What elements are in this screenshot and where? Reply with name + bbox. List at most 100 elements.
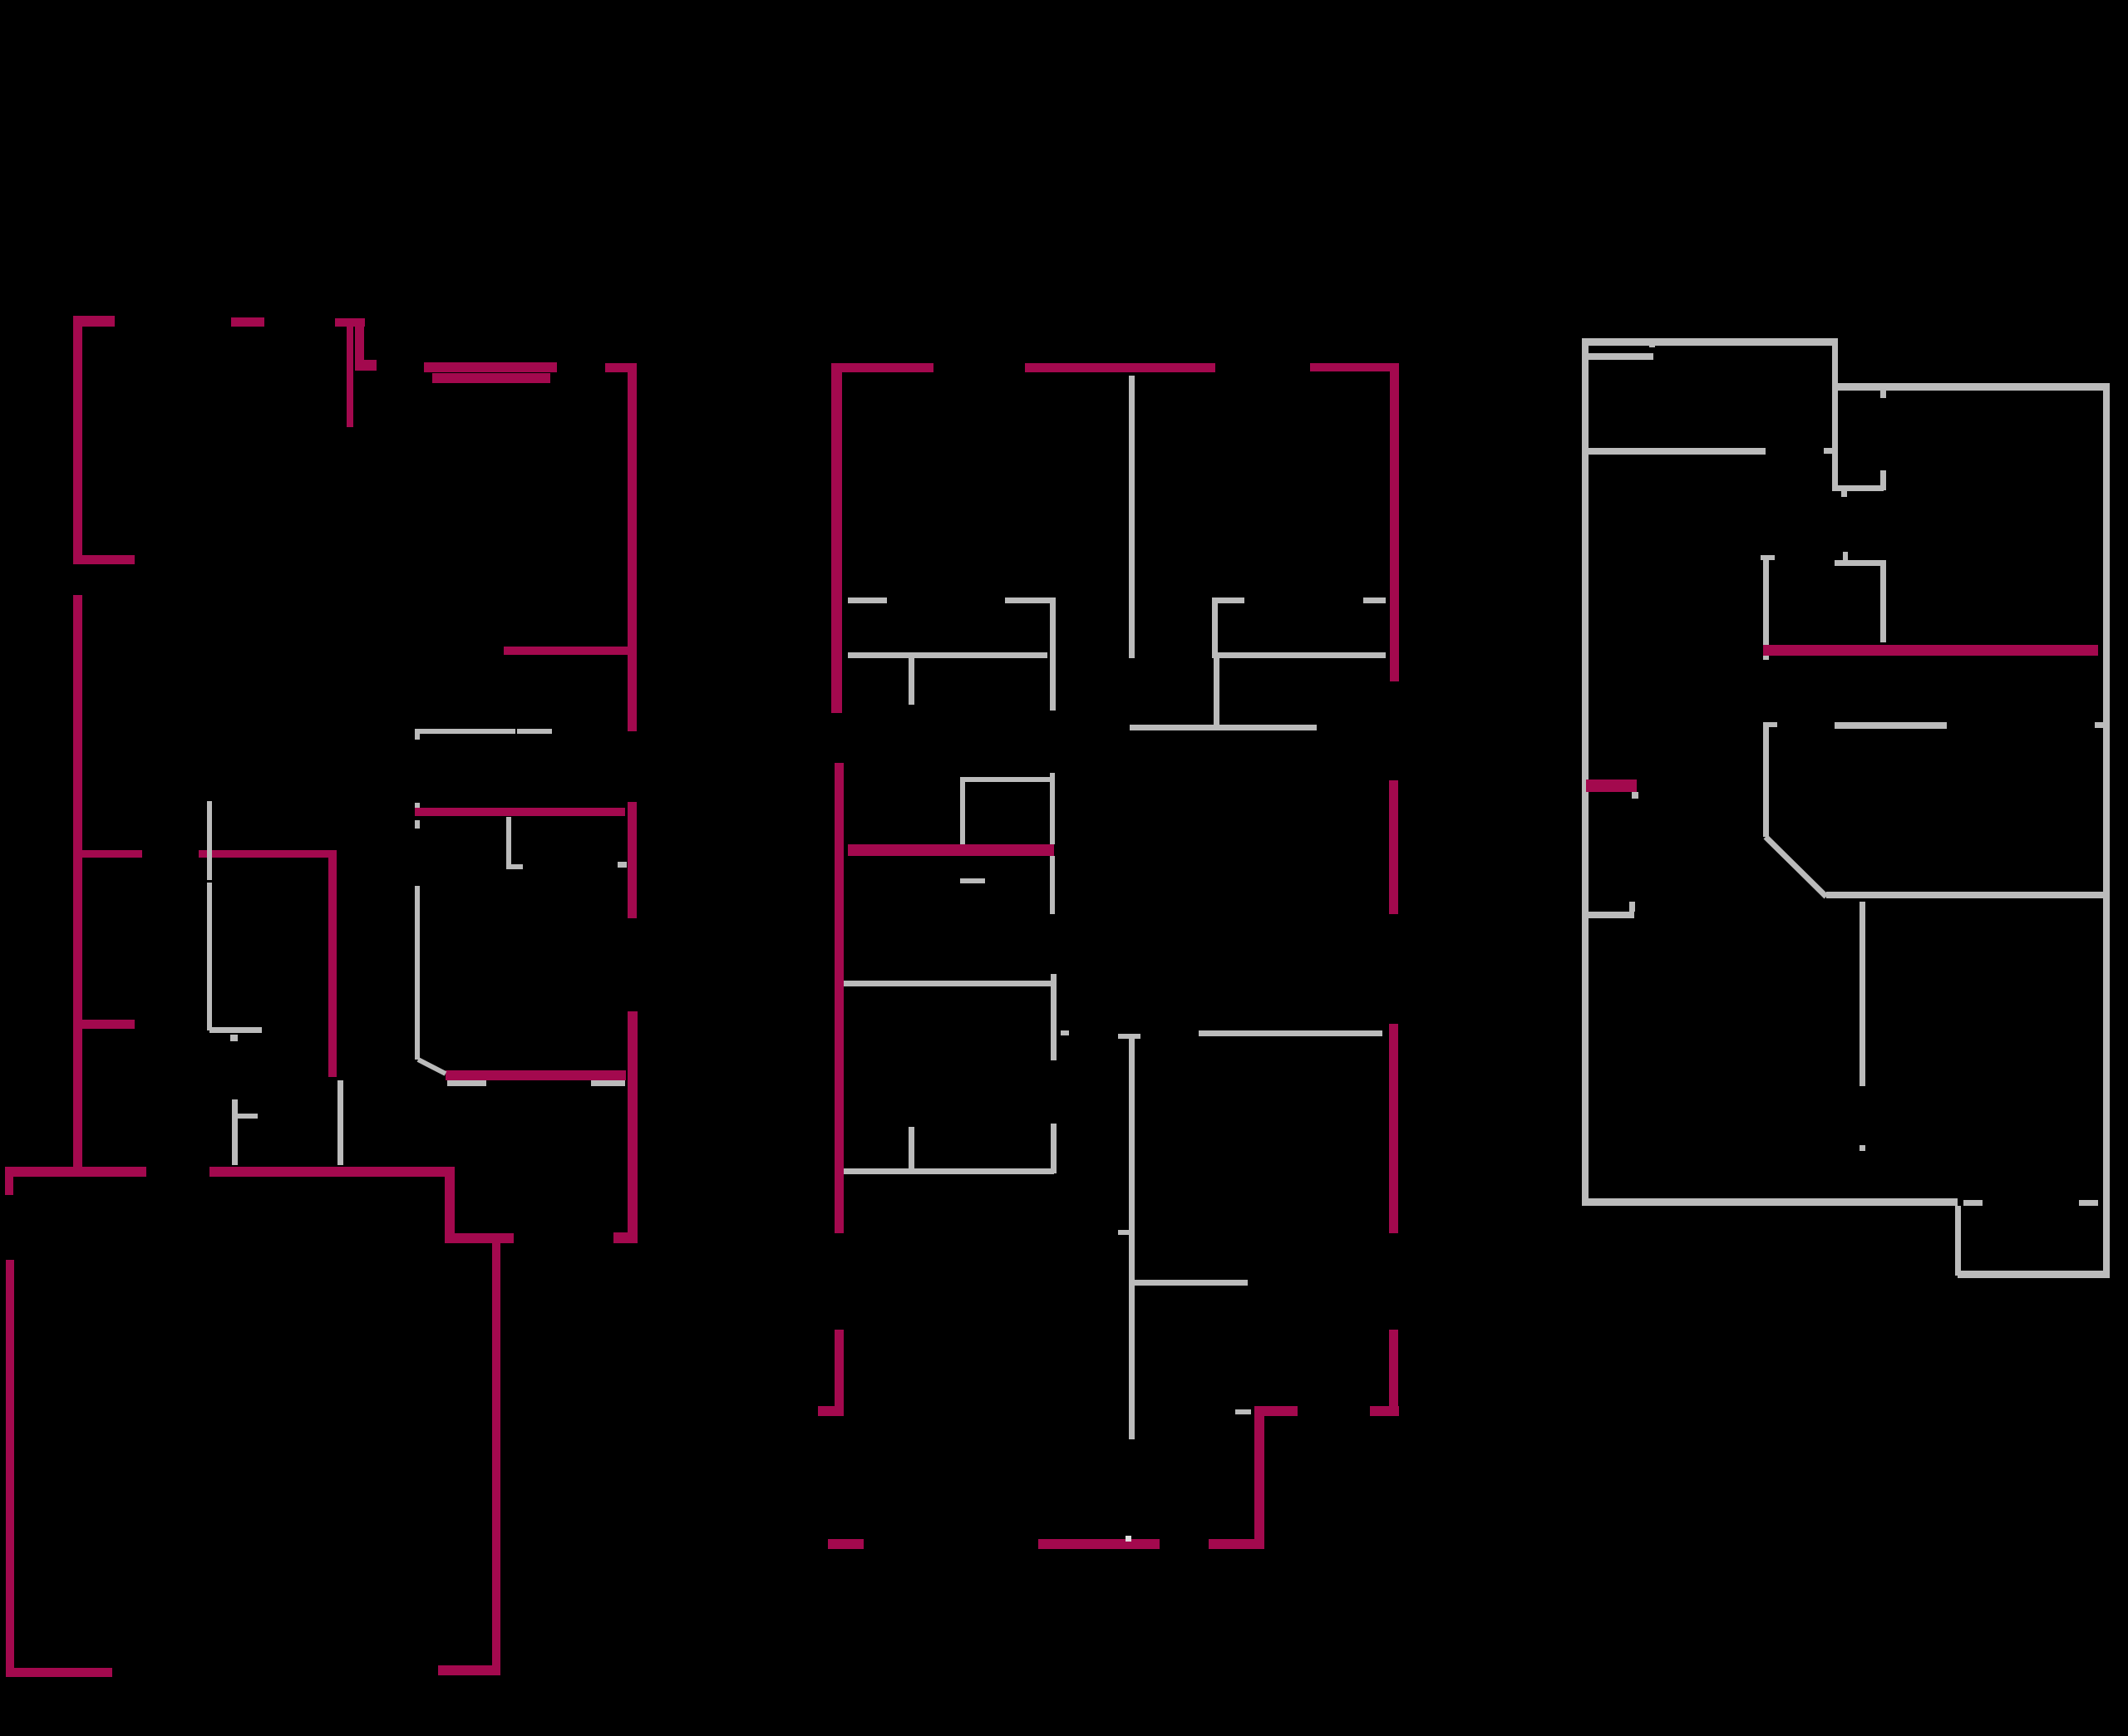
wall-segment xyxy=(355,324,364,361)
partition-line xyxy=(232,1099,238,1165)
partition-line xyxy=(1582,338,1589,1206)
partition-line xyxy=(1005,598,1054,603)
wall-segment xyxy=(73,555,135,564)
partition-line xyxy=(960,777,1054,782)
wall-segment xyxy=(347,326,353,427)
partition-line xyxy=(1588,912,1634,918)
wall-segment xyxy=(835,1330,844,1416)
partition-line xyxy=(1832,391,1838,485)
partition-line xyxy=(960,777,965,844)
wall-segment xyxy=(5,1177,13,1195)
partition-line xyxy=(1763,722,1777,727)
partition-line xyxy=(1880,560,1886,642)
wall-segment xyxy=(231,317,264,327)
partition-line xyxy=(1051,974,1057,1060)
partition-line xyxy=(1050,856,1055,914)
wall-segment xyxy=(1390,363,1399,681)
wall-segment xyxy=(328,850,337,1077)
partition-line xyxy=(1763,652,1769,660)
wall-segment xyxy=(81,1020,135,1029)
wall-segment xyxy=(605,363,637,372)
partition-line xyxy=(415,886,420,1060)
partition-line xyxy=(591,1080,625,1086)
partition-line xyxy=(1129,1034,1135,1439)
left-floorplan xyxy=(5,316,638,1677)
wall-segment xyxy=(415,808,625,816)
wall-segment xyxy=(446,1070,626,1080)
partition-line xyxy=(1832,485,1884,491)
partition-line xyxy=(844,981,1054,986)
partition-line xyxy=(618,862,627,868)
partition-line xyxy=(1761,555,1775,560)
partition-line xyxy=(909,656,914,705)
wall-segment xyxy=(1389,780,1398,914)
partition-line xyxy=(1826,892,2103,898)
wall-segment xyxy=(432,373,550,383)
partition-line xyxy=(230,1035,238,1041)
wall-segment xyxy=(335,318,365,327)
wall-segment xyxy=(5,1167,146,1177)
partition-line xyxy=(1126,1536,1131,1542)
wall-segment xyxy=(613,1232,638,1243)
wall-segment xyxy=(818,1406,844,1416)
partition-line xyxy=(1763,555,1769,645)
partition-line xyxy=(1212,598,1218,652)
wall-segment xyxy=(828,1539,864,1549)
right-floorplan xyxy=(1582,338,2110,1278)
partition-line xyxy=(1214,658,1219,725)
wall-segment xyxy=(831,363,842,713)
partition-line xyxy=(1958,1271,2109,1278)
partition-line xyxy=(1832,383,2109,391)
partition-line xyxy=(207,883,212,898)
wall-segment xyxy=(424,362,557,372)
wall-segment xyxy=(445,1177,455,1237)
wall-segment xyxy=(1370,1406,1399,1416)
partition-line xyxy=(1129,376,1135,658)
partition-line xyxy=(2103,383,2110,1278)
partition-line xyxy=(1061,1030,1069,1035)
partition-line xyxy=(1582,338,1837,346)
wall-segment xyxy=(1254,1406,1298,1416)
partition-line xyxy=(209,1027,262,1033)
wall-segment xyxy=(1389,1024,1398,1233)
partition-line xyxy=(1212,652,1386,658)
wall-segment xyxy=(355,360,377,371)
partition-line xyxy=(1860,1145,1865,1151)
partition-line xyxy=(1880,470,1886,490)
partition-line xyxy=(1129,1280,1248,1286)
partition-line xyxy=(1212,598,1244,603)
partition-line xyxy=(1860,902,1865,1086)
wall-segment xyxy=(848,844,1054,856)
partition-line xyxy=(1130,725,1317,730)
partition-line xyxy=(1118,1034,1140,1039)
partition-line xyxy=(1955,1206,1961,1276)
partition-line xyxy=(415,729,515,734)
wall-segment xyxy=(1389,1330,1398,1416)
wall-segment xyxy=(1254,1406,1264,1549)
partition-line xyxy=(1199,1030,1382,1036)
partition-line xyxy=(415,729,420,740)
partition-line xyxy=(1585,353,1653,360)
wall-segment xyxy=(199,850,336,858)
partition-line xyxy=(1649,342,1655,347)
diagonal-partition-line xyxy=(1763,834,1829,899)
wall-segment xyxy=(438,1665,500,1675)
partition-line xyxy=(1051,1124,1057,1173)
partition-line xyxy=(415,803,420,808)
partition-line xyxy=(1843,552,1848,560)
partition-line xyxy=(506,817,511,866)
partition-line xyxy=(1763,722,1769,837)
wall-segment xyxy=(1586,779,1637,792)
partition-line xyxy=(517,729,552,734)
partition-line xyxy=(1832,338,1838,387)
partition-line xyxy=(2079,1200,2098,1206)
wall-segment xyxy=(445,1233,514,1243)
partition-line xyxy=(960,878,985,883)
wall-segment xyxy=(73,316,82,563)
wall-segment xyxy=(835,763,844,1233)
partition-line xyxy=(1050,773,1055,844)
partition-line xyxy=(1835,560,1884,566)
partition-line xyxy=(1835,722,1947,729)
